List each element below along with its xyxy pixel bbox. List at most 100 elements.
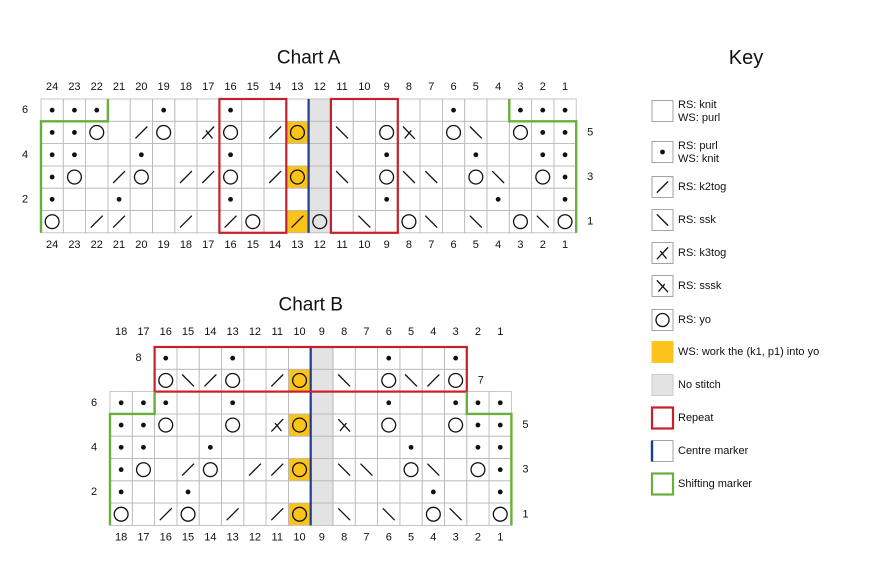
chart-cell <box>531 165 555 189</box>
yarn-over-icon <box>448 372 464 389</box>
chart-cell <box>221 435 245 459</box>
chart-cell <box>131 458 156 482</box>
yarn-over-icon <box>381 417 397 433</box>
column-number: 10 <box>358 239 370 251</box>
yarn-over-icon <box>66 169 83 185</box>
k3tog-stroke <box>659 250 667 259</box>
chart-cell <box>441 187 466 211</box>
chart-cell <box>176 391 200 415</box>
chart-cell <box>421 413 445 437</box>
column-number: 9 <box>384 81 390 93</box>
chart-cell <box>241 98 265 122</box>
chart-cell <box>221 413 245 437</box>
key-label: No stitch <box>678 379 721 391</box>
column-number: 11 <box>272 326 283 338</box>
chart-cell <box>464 98 488 122</box>
chart-cell <box>243 502 267 526</box>
ssk-icon <box>425 170 438 184</box>
chart-cell <box>354 480 378 504</box>
chart-cell <box>221 368 245 392</box>
purl-dot-icon <box>72 130 77 135</box>
purl-dot-icon <box>495 196 501 202</box>
purl-dot-icon <box>228 107 233 113</box>
column-number: 3 <box>453 531 459 543</box>
chart-cell <box>354 346 378 370</box>
purl-dot-icon <box>163 400 169 406</box>
chart-cell <box>397 143 421 167</box>
chart-cell <box>330 210 354 234</box>
chart-cell <box>263 187 287 211</box>
purl-dot-icon <box>408 444 414 450</box>
no-stitch-cell <box>308 210 331 233</box>
column-number: 5 <box>473 81 479 93</box>
k2tog-icon <box>656 181 669 193</box>
chart-cell <box>243 435 267 459</box>
chart-cell <box>488 502 512 526</box>
chart-cell <box>107 120 131 145</box>
ssk-icon <box>360 463 373 476</box>
yarn-over-icon <box>512 214 529 230</box>
column-number: 4 <box>495 81 501 93</box>
column-number: 22 <box>91 81 103 93</box>
chart-cell <box>531 187 555 211</box>
chart-cell <box>444 480 468 504</box>
chart-cell <box>375 210 399 234</box>
chart-cell <box>399 458 423 482</box>
key-item: RS: ssk <box>651 209 716 231</box>
purl-dot-icon <box>49 130 55 135</box>
chart-cell <box>441 210 466 234</box>
chart-a: Chart A242423232222212120201919181817171… <box>22 48 593 251</box>
chart-cell <box>154 413 178 437</box>
shifting-marker-left <box>108 391 156 526</box>
purl-dot-icon <box>161 107 167 113</box>
ssk-icon <box>335 126 349 139</box>
k3tog-stroke <box>205 130 213 139</box>
chart-cell <box>486 120 510 145</box>
purl-dot-icon <box>49 196 55 202</box>
chart-cell <box>198 480 222 504</box>
yarn-over-icon <box>379 124 395 141</box>
key-item: RS: k2tog <box>651 176 726 198</box>
chart-cell <box>198 458 222 482</box>
column-number: 10 <box>293 326 305 338</box>
purl-dot-icon <box>141 444 146 450</box>
k2tog-icon <box>112 215 126 228</box>
row-label: 3 <box>522 464 528 476</box>
column-number: 7 <box>363 531 369 543</box>
k2tog-icon <box>268 126 282 139</box>
no-stitch-cell <box>308 188 331 211</box>
column-number: 11 <box>336 239 347 251</box>
yo-column-cell <box>286 143 309 166</box>
chart-cell <box>265 435 289 459</box>
no-stitch-cell <box>310 413 333 437</box>
purl-dot-icon <box>228 196 233 202</box>
column-number: 17 <box>202 81 214 93</box>
column-number: 3 <box>517 239 523 251</box>
yarn-over-icon <box>401 214 417 230</box>
purl-dot-icon <box>116 196 122 202</box>
chart-cell <box>377 413 401 437</box>
ssk-icon <box>337 463 351 476</box>
purl-dot-icon <box>230 355 236 361</box>
purl-dot-icon <box>384 196 390 202</box>
chart-cell <box>354 391 378 415</box>
column-number: 12 <box>314 239 326 251</box>
column-number: 9 <box>319 531 325 543</box>
chart-cell <box>154 435 178 459</box>
chart-cell <box>107 98 131 122</box>
yarn-over-icon <box>225 372 241 389</box>
no-stitch-cell <box>310 458 333 481</box>
yarn-over-icon <box>492 506 508 522</box>
key-label: WS: purl <box>678 112 720 124</box>
chart-cell <box>375 98 399 122</box>
purl-dot-icon <box>540 152 546 158</box>
chart-cell <box>241 187 265 211</box>
key-label: RS: k2tog <box>678 181 726 193</box>
column-number: 17 <box>202 239 214 251</box>
yo-column-cell <box>288 436 311 459</box>
purl-dot-icon <box>138 152 144 158</box>
yarn-over-icon <box>425 506 441 522</box>
column-number: 1 <box>562 239 568 251</box>
chart-title: Chart B <box>278 295 342 316</box>
